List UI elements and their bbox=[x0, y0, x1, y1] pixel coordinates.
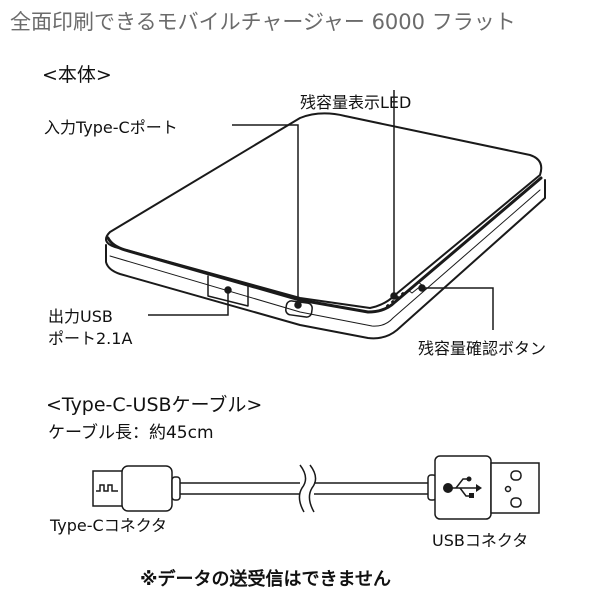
power-bank-illustration bbox=[105, 112, 546, 340]
usb-symbol-icon bbox=[443, 476, 482, 498]
product-title: 全面印刷できるモバイルチャージャー 6000 フラット bbox=[10, 10, 516, 34]
cable-section-heading: <Type-C-USBケーブル> bbox=[46, 394, 263, 416]
cable-length: ケーブル長：約45cm bbox=[48, 423, 214, 443]
output-port-label-line1: 出力USB bbox=[48, 307, 113, 326]
body-section-heading: <本体> bbox=[42, 64, 112, 86]
type-c-connector-icon bbox=[92, 465, 181, 512]
output-port-label-line2: ポート2.1A bbox=[48, 329, 133, 348]
cable-illustration bbox=[92, 455, 540, 520]
check-button-label: 残容量確認ボタン bbox=[418, 339, 547, 358]
data-transfer-note: ※データの送受信はできません bbox=[140, 569, 391, 590]
leader-lines bbox=[148, 90, 494, 330]
usb-connector-label: USBコネクタ bbox=[432, 531, 529, 550]
led-label: 残容量表示LED bbox=[300, 93, 412, 112]
type-c-connector-label: Type-Cコネクタ bbox=[50, 516, 168, 535]
input-port-label: 入力Type-Cポート bbox=[44, 118, 178, 137]
